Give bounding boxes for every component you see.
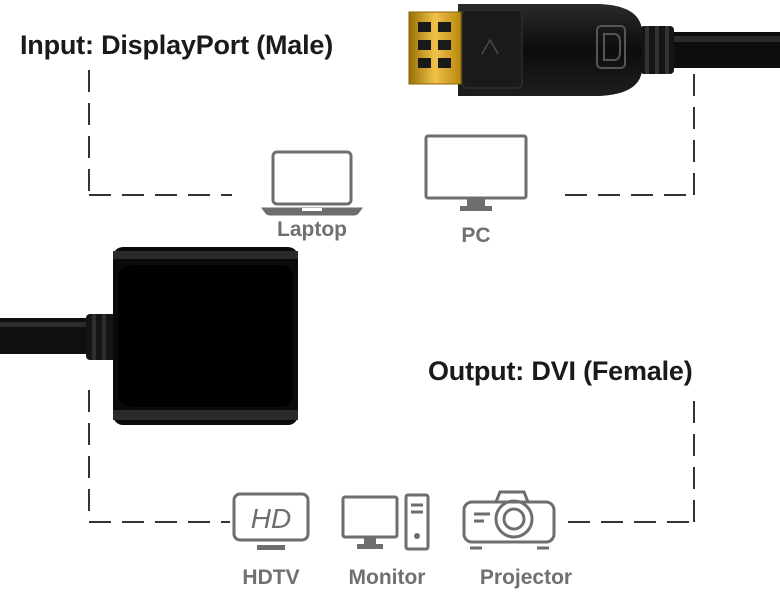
laptop-label: Laptop: [277, 218, 347, 241]
pc-monitor-icon: [424, 134, 528, 211]
output-dashed-guide: [88, 390, 695, 523]
laptop-icon: [261, 150, 363, 216]
input-dashed-guide: [88, 70, 695, 196]
hd-tv-icon: HD: [232, 492, 310, 550]
hd-tv-icon-text: HD: [251, 503, 291, 534]
displayport-connector: [408, 4, 780, 96]
hdtv-label: HDTV: [242, 566, 300, 589]
pc-label: PC: [461, 224, 491, 247]
desktop-computer-icon: [341, 493, 430, 551]
projector-icon: [462, 490, 556, 550]
projector-label: Projector: [479, 566, 573, 589]
input-heading: Input: DisplayPort (Male): [20, 30, 334, 60]
monitor-label: Monitor: [348, 566, 426, 589]
dvi-adapter: [0, 247, 298, 425]
output-heading: Output: DVI (Female): [428, 356, 693, 386]
